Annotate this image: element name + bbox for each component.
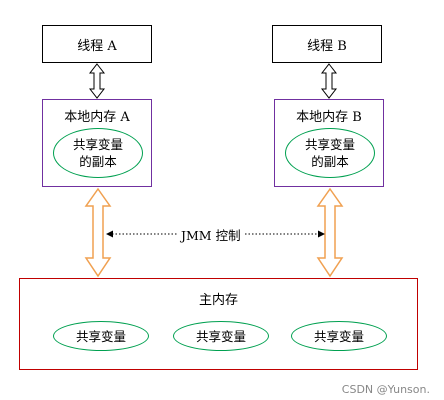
main-memory-box: 主内存 共享变量 共享变量 共享变量 (19, 278, 418, 370)
local-a-main-arrow (84, 187, 112, 278)
thread-a-local-a-arrow (88, 63, 106, 99)
shared-variable-label-3: 共享变量 (313, 328, 364, 344)
jmm-right-arrowhead (318, 230, 325, 238)
main-memory-title: 主内存 (198, 293, 238, 308)
local-memory-b-copy-line1: 共享变量 (304, 137, 355, 152)
thread-a-box: 线程 A (42, 25, 152, 63)
shared-variable-ellipse-3: 共享变量 (291, 321, 387, 351)
thread-b-local-b-arrow (320, 63, 338, 99)
jmm-left-arrowhead (106, 230, 113, 238)
jmm-control-label: JMM 控制 (177, 225, 245, 244)
local-memory-a-copy-line2: 的副本 (79, 154, 117, 169)
shared-variable-ellipse-1: 共享变量 (53, 321, 149, 351)
local-memory-a-box: 本地内存 A 共享变量 的副本 (42, 99, 152, 187)
local-b-main-arrow (316, 187, 344, 278)
shared-variable-label-1: 共享变量 (75, 328, 126, 344)
local-memory-b-title: 本地内存 B (296, 110, 362, 125)
thread-b-box: 线程 B (272, 25, 382, 63)
shared-variable-label-2: 共享变量 (195, 328, 246, 344)
local-memory-b-copy-line2: 的副本 (311, 154, 349, 169)
shared-variable-ellipse-2: 共享变量 (173, 321, 269, 351)
local-memory-b-box: 本地内存 B 共享变量 的副本 (274, 99, 384, 187)
csdn-watermark: CSDN @Yunson. (341, 383, 430, 396)
local-memory-a-copy-line1: 共享变量 (72, 137, 123, 152)
local-memory-b-copy-ellipse: 共享变量 的副本 (285, 128, 375, 178)
thread-b-label: 线程 B (307, 38, 347, 54)
local-memory-a-title: 本地内存 A (64, 110, 130, 125)
local-memory-a-copy-ellipse: 共享变量 的副本 (53, 128, 143, 178)
thread-a-label: 线程 A (77, 38, 117, 54)
